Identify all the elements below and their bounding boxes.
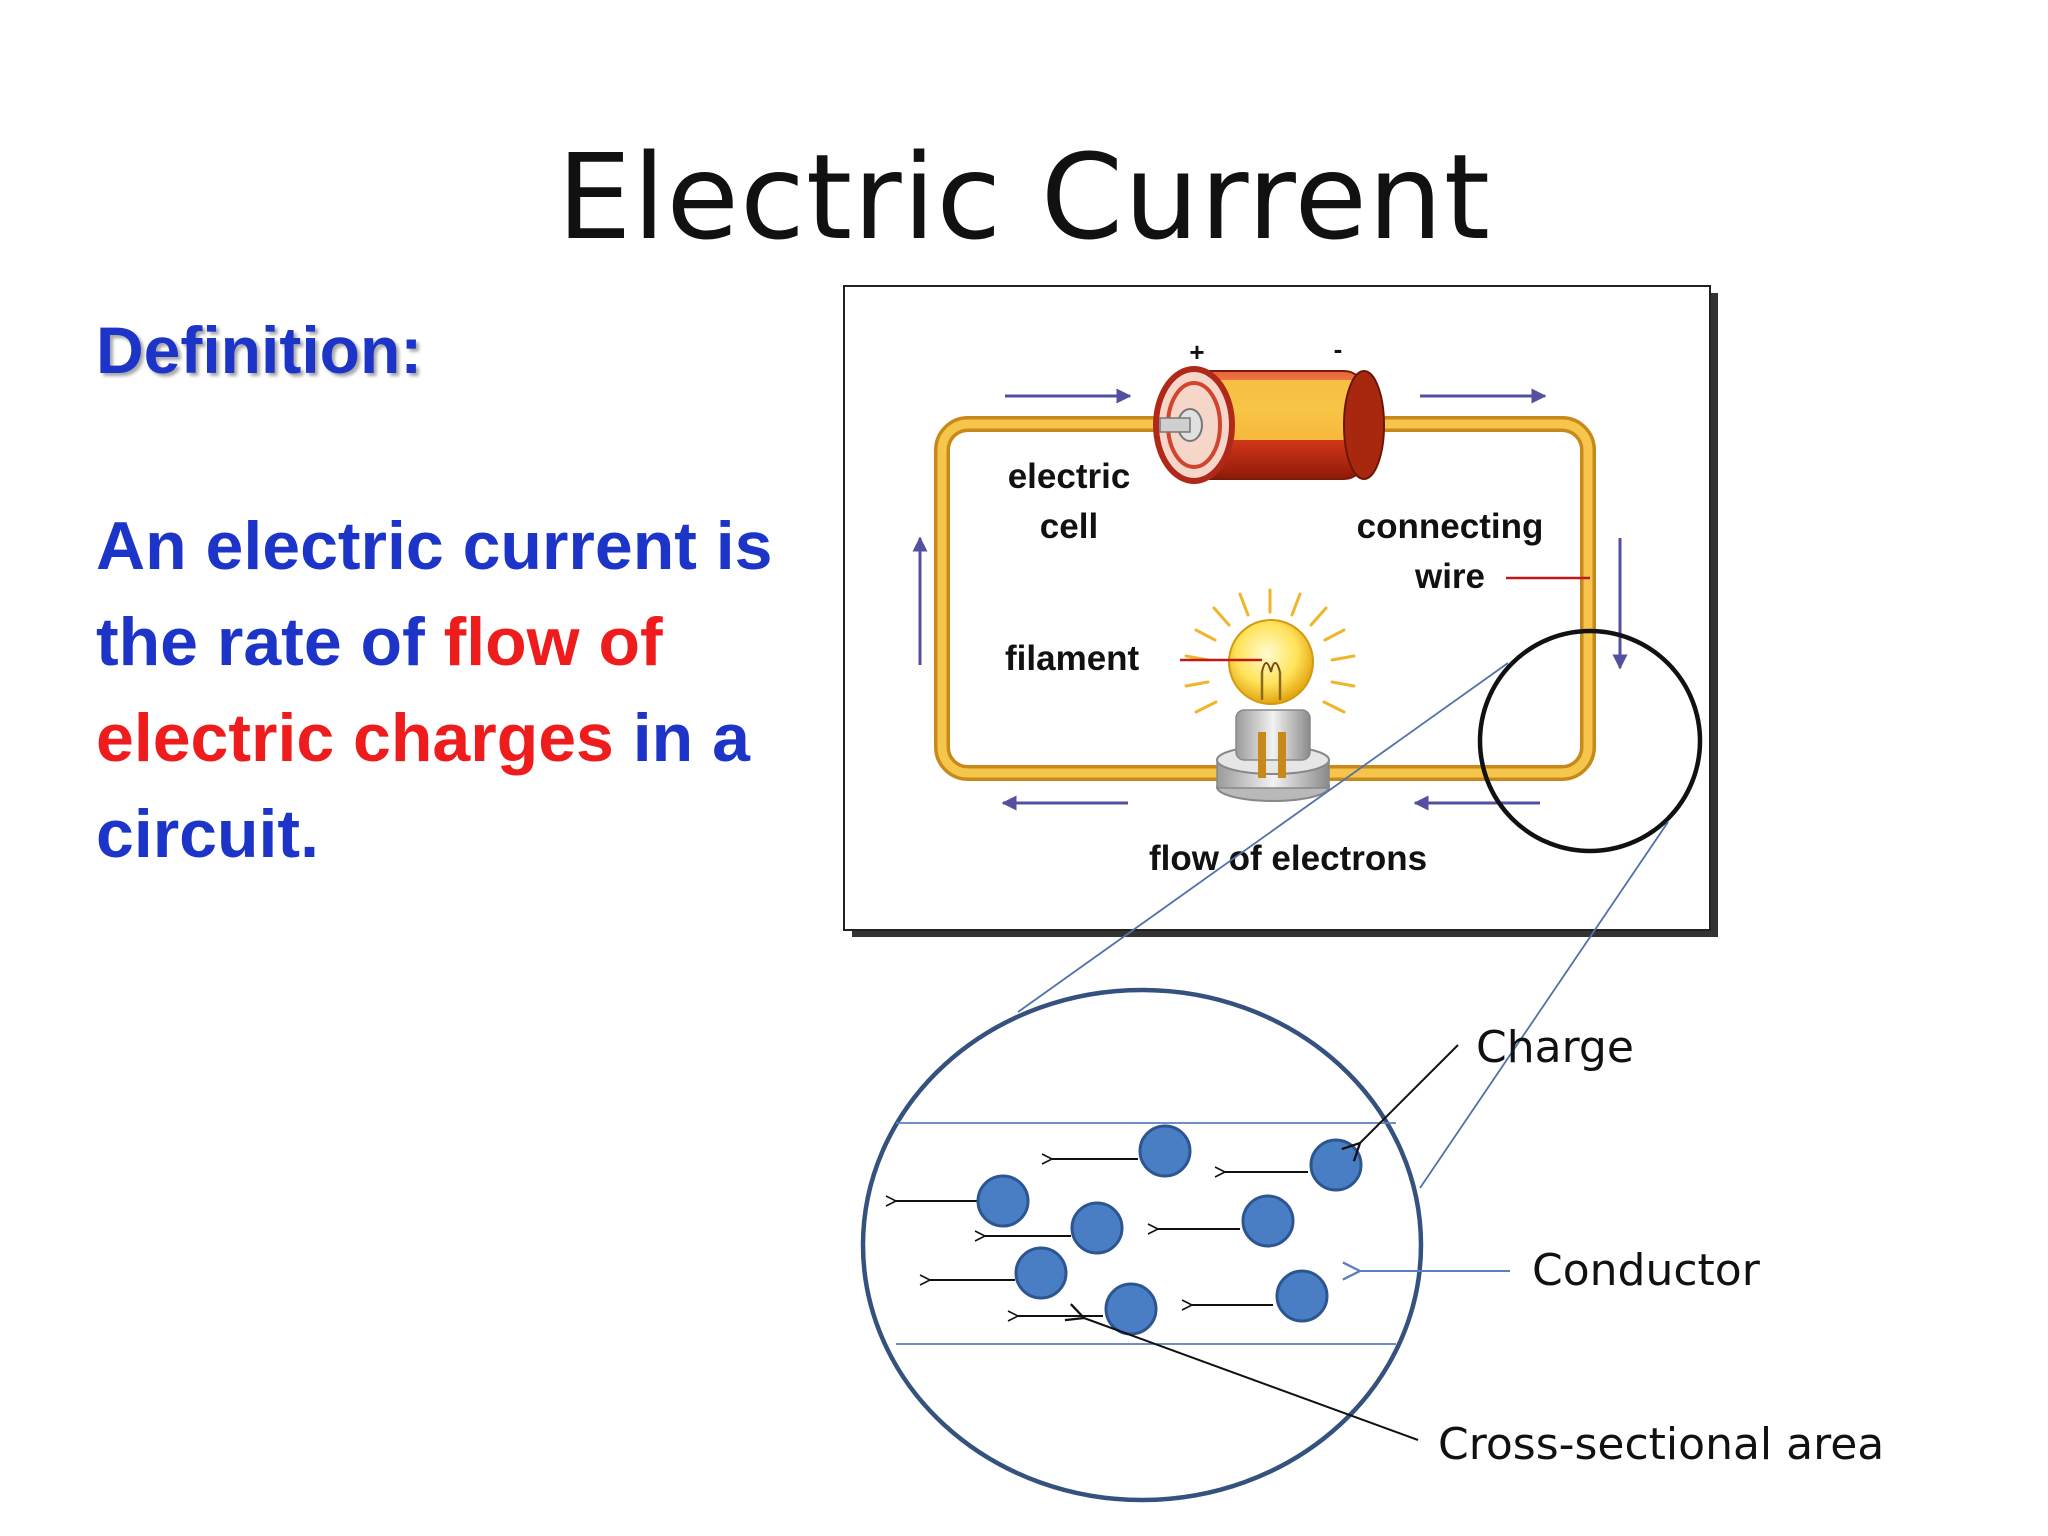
electrons-label: flow of electrons [1149,839,1427,878]
charge-particle [1104,1282,1158,1336]
area-label: Cross-sectional area [1438,1419,1884,1470]
charge-particle [1309,1138,1363,1192]
cell-label-line1: electric [1008,457,1131,496]
zoom-connector-right [1419,821,1669,1189]
wire-label-line1: connecting [1357,507,1544,546]
zoom-connector-left [1017,662,1509,1013]
plus-sign: + [1189,337,1204,367]
charges [976,1124,1363,1336]
cell-label-line2: cell [1040,507,1098,546]
definition-part1: An electric current is the rate of [96,508,773,680]
charge-particle [1014,1246,1068,1300]
electron-flow-arrows [912,388,1628,811]
definition-part3: in a circuit. [96,700,750,872]
conductor-label: Conductor [1532,1245,1761,1296]
charge-particle [1275,1269,1329,1323]
charge-particle [1138,1124,1192,1178]
charge-pointer [1360,1044,1459,1143]
slide-title: Electric Current [557,128,1491,266]
area-pointer [1084,1318,1419,1441]
minus-sign: - [1334,334,1343,364]
charge-particle [1070,1201,1124,1255]
circuit-diagram: + - [843,285,1718,937]
definition-heading: Definition: [96,313,423,387]
charge-arrows [896,1159,1308,1316]
magnified-conductor [860,987,1424,1503]
charge-particle [976,1174,1030,1228]
charge-particle [1241,1194,1295,1248]
filament-label: filament [1005,639,1140,678]
electric-cell [1153,366,1385,484]
light-bulb [1184,588,1356,802]
definition-text: An electric current is the rate of flow … [96,498,816,882]
definition-highlight: flow of electric charges [96,604,663,776]
charge-label: Charge [1476,1022,1634,1073]
magnified-circle [860,987,1424,1503]
zoom-selector-circle [1477,628,1703,854]
wire-label-line2: wire [1414,557,1485,596]
